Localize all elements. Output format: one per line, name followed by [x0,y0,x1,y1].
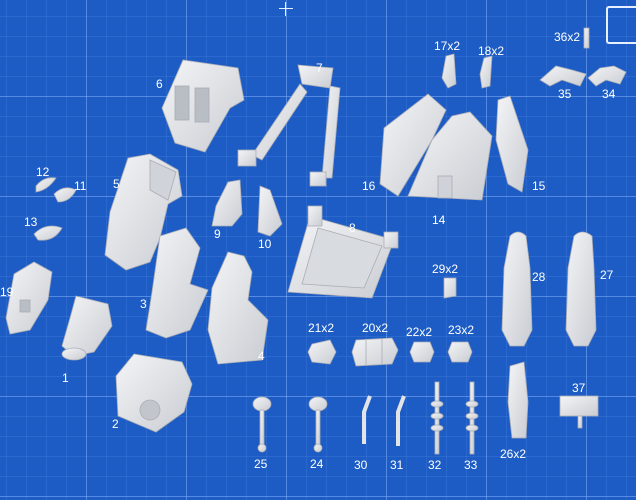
label-1: 1 [62,371,69,385]
label-11: 11 [74,179,87,193]
label-32: 32 [428,458,442,472]
part-19 [5,261,53,335]
part-37 [559,395,599,429]
label-15: 15 [532,179,546,193]
part-7 [237,64,341,187]
part-22 [409,341,435,363]
label-33: 33 [464,458,478,472]
label-13: 13 [24,215,38,229]
part-15 [495,95,529,193]
label-16: 16 [362,179,376,193]
part-10 [257,185,283,237]
part-2 [115,353,193,433]
label-10: 10 [258,237,272,251]
label-26: 26x2 [500,447,527,461]
label-24: 24 [310,457,324,471]
label-19: 19 [0,285,14,299]
part-29 [443,277,457,299]
label-5: 5 [113,177,120,191]
part-27 [565,231,597,347]
label-2: 2 [112,417,119,431]
part-1 [61,295,113,361]
part-33 [465,381,479,455]
part-20 [351,337,399,367]
label-8: 8 [349,221,356,235]
part-34 [587,65,627,87]
label-25: 25 [254,457,268,471]
part-4 [207,251,269,365]
part-36 [583,27,590,49]
part-25 [252,396,272,453]
part-6 [161,59,245,153]
label-34: 34 [602,87,616,101]
part-3 [145,227,209,339]
label-35: 35 [558,87,572,101]
label-28: 28 [532,270,546,284]
label-20: 20x2 [362,321,389,335]
label-23: 23x2 [448,323,475,337]
part-12 [35,177,57,193]
label-27: 27 [600,268,614,282]
crosshair-marker [279,2,293,16]
part-30 [362,395,372,444]
part-11 [53,187,77,203]
part-13 [33,225,63,241]
part-5 [104,153,183,271]
label-37: 37 [572,381,586,395]
label-21: 21x2 [308,321,335,335]
label-29: 29x2 [432,262,459,276]
part-21 [307,339,337,365]
label-14: 14 [432,213,446,227]
part-24 [308,396,328,453]
label-6: 6 [156,77,163,91]
part-23 [447,341,473,363]
label-18: 18x2 [478,44,505,58]
part-17 [441,53,457,89]
label-7: 7 [316,61,323,75]
part-32 [430,381,444,455]
label-4: 4 [258,349,265,363]
label-17: 17x2 [434,39,461,53]
part-8 [287,205,399,299]
label-12: 12 [36,165,50,179]
corner-bracket [606,6,636,44]
part-9 [211,179,243,227]
label-36: 36x2 [554,30,581,44]
part-35 [539,65,587,87]
label-31: 31 [390,458,404,472]
label-22: 22x2 [406,325,433,339]
part-14 [407,111,493,201]
label-30: 30 [354,458,368,472]
part-31 [396,395,406,446]
label-9: 9 [214,227,221,241]
part-28 [501,231,533,347]
label-3: 3 [140,297,147,311]
part-18 [479,55,493,89]
part-26 [507,361,529,439]
